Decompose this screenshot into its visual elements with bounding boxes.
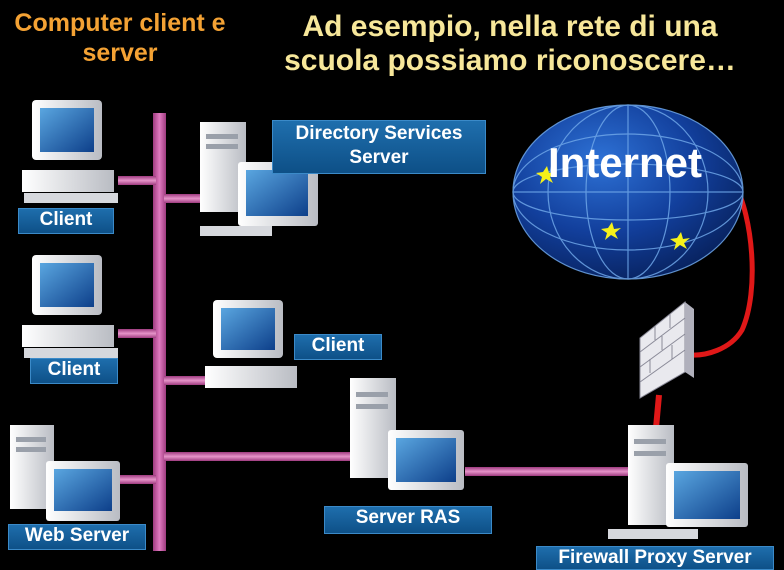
label-client-top: Client xyxy=(18,208,114,234)
label-firewall-proxy-server: Firewall Proxy Server xyxy=(536,546,774,570)
computer-icon-client-top xyxy=(22,100,118,203)
internet-link xyxy=(689,183,755,358)
server-icon-firewall-proxy xyxy=(608,425,748,539)
label-client-mid: Client xyxy=(30,358,118,384)
label-web-server: Web Server xyxy=(8,524,146,550)
section-title: Computer client e server xyxy=(14,9,226,67)
link-ras-firewall xyxy=(465,467,635,476)
link-client-mid xyxy=(118,329,156,338)
slide-title-line1: Ad esempio, nella rete di una xyxy=(302,10,718,43)
label-server-ras: Server RAS xyxy=(324,506,492,534)
computer-icon-client-mid xyxy=(22,255,118,358)
link-client-center xyxy=(164,376,206,385)
internet-label: Internet xyxy=(548,139,703,186)
slide-title-line2: scuola possiamo riconoscere… xyxy=(284,44,736,77)
slide-title: Ad esempio, nella rete di una scuola pos… xyxy=(250,10,770,78)
link-directory-server xyxy=(164,194,204,203)
label-client-center: Client xyxy=(294,334,382,360)
label-directory-services-server: Directory Services Server xyxy=(272,120,486,174)
server-icon-web xyxy=(10,425,120,521)
internet-globe xyxy=(512,104,744,280)
firewall-wall-icon xyxy=(639,300,694,399)
link-server-ras-bus xyxy=(164,452,352,461)
server-icon-ras xyxy=(350,378,464,490)
link-web-server xyxy=(118,475,156,484)
network-bus xyxy=(153,113,166,551)
link-client-top xyxy=(118,176,156,185)
computer-icon-client-center xyxy=(205,300,297,388)
firewall-link xyxy=(653,394,662,429)
server-icon-directory xyxy=(200,122,318,236)
